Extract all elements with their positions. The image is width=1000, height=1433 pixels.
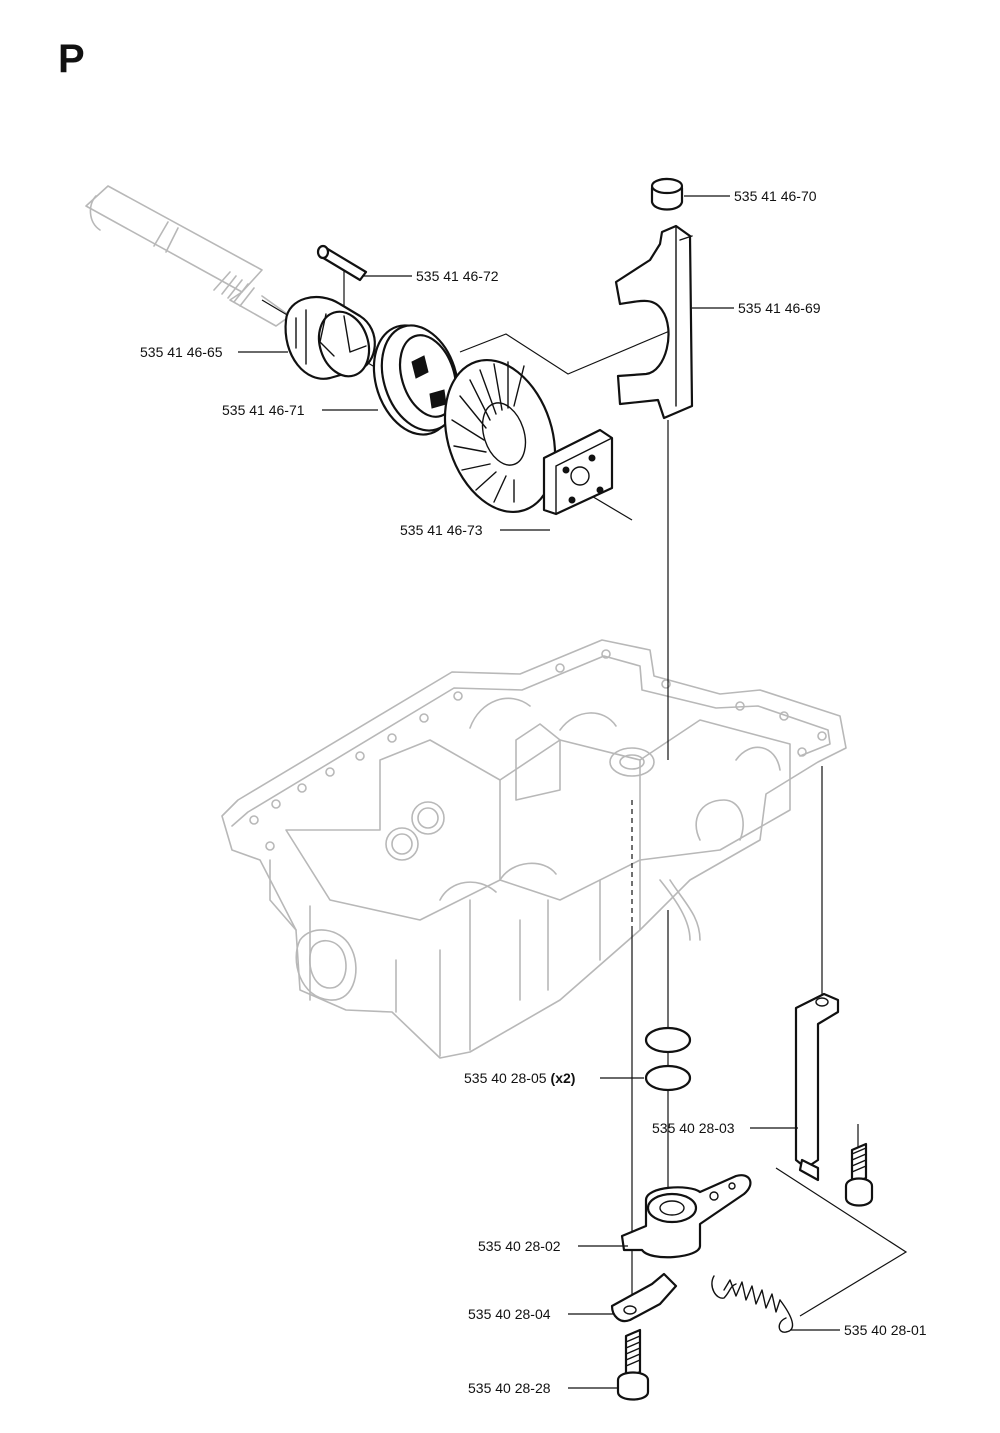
- pin-part-illustration: [316, 244, 368, 282]
- cap-part-illustration: [650, 177, 684, 211]
- page-letter: P: [58, 37, 85, 81]
- shift-fork-part-illustration: [614, 224, 694, 420]
- part-number: 535 40 28-05: [464, 1070, 547, 1086]
- part-label-535-40-28-03: 535 40 28-03: [652, 1120, 735, 1136]
- part-label-535-40-28-05: 535 40 28-05(x2): [464, 1070, 575, 1086]
- part-label-535-41-46-65: 535 41 46-65: [140, 344, 223, 360]
- spacer-plate-part-illustration: [542, 428, 614, 516]
- sleeve-part-illustration: [284, 295, 376, 380]
- clutch-ring-part-illustration: [372, 324, 460, 436]
- gear-part-illustration: [443, 358, 557, 514]
- part-label-535-40-28-28: 535 40 28-28: [468, 1380, 551, 1396]
- part-label-535-41-46-71: 535 41 46-71: [222, 402, 305, 418]
- bracket-part-illustration: [794, 992, 840, 1182]
- bolt-lower-part-illustration: [616, 1328, 650, 1401]
- part-label-535-40-28-04: 535 40 28-04: [468, 1306, 551, 1322]
- small-plate-part-illustration: [610, 1272, 678, 1323]
- part-label-535-41-46-73: 535 41 46-73: [400, 522, 483, 538]
- quantity: (x2): [551, 1070, 576, 1086]
- crankcase-ghost-illustration: [221, 639, 847, 1059]
- part-label-535-40-28-01: 535 40 28-01: [844, 1322, 927, 1338]
- bolt-upper-part-illustration: [844, 1142, 874, 1207]
- lever-part-illustration: [620, 1174, 752, 1259]
- o-ring-part-illustration: [644, 1026, 692, 1092]
- part-label-535-41-46-69: 535 41 46-69: [738, 300, 821, 316]
- part-label-535-41-46-72: 535 41 46-72: [416, 268, 499, 284]
- part-label-535-41-46-70: 535 41 46-70: [734, 188, 817, 204]
- part-label-535-40-28-02: 535 40 28-02: [478, 1238, 561, 1254]
- leader-lines: [238, 195, 840, 1389]
- shaft-ghost-illustration: [85, 185, 291, 327]
- spring-part-illustration: [711, 1275, 794, 1333]
